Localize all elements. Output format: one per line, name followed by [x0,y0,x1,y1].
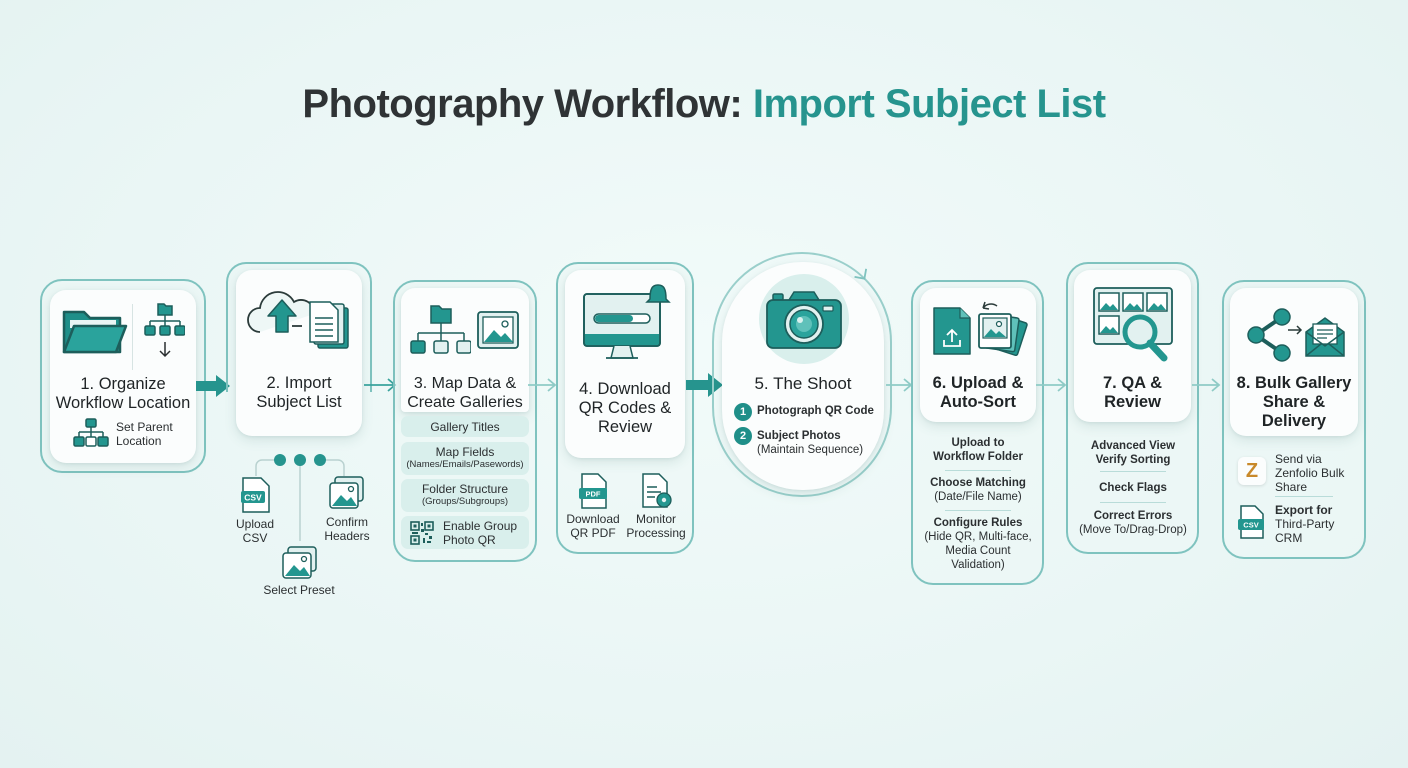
step-5-title: 5. The Shoot [754,374,852,393]
substep-connector [252,451,348,541]
step-number-badge: 1 [734,403,752,421]
zenfolio-logo-icon[interactable]: Z [1238,457,1266,485]
advanced-view-verify-sorting: Advanced View Verify Sorting [1090,440,1176,466]
cloud-upload-icon [246,286,326,344]
documents-icon [308,300,352,350]
hierarchy-icon [73,418,109,448]
title-highlight: Import Subject List [752,82,1106,126]
step-1-card[interactable]: 1. Organize Workflow Location Set Parent… [50,290,196,463]
monitor-progress-icon [582,284,672,364]
share-icon [1244,308,1296,362]
image-icon [477,311,519,349]
send-via-zenfolio-label: Send via Zenfolio Bulk Share [1275,452,1345,494]
camera-icon [765,290,843,352]
confirm-headers-label: Confirm Headers [324,515,370,543]
step-2-frame [226,262,372,392]
qr-code-icon [410,521,434,545]
step-2-title: 2. Import Subject List [256,374,342,411]
divider [945,470,1011,471]
open-folder-icon [60,304,128,358]
step-3-card[interactable]: 3. Map Data & Create Galleries [401,288,529,412]
arrow-right-icon [528,376,558,394]
svg-text:CSV: CSV [1243,521,1258,530]
monitor-processing-label: Monitor Processing [626,512,686,540]
svg-text:CSV: CSV [244,493,262,503]
envelope-icon [1304,316,1346,358]
photograph-qr-code-label: Photograph QR Code [757,405,874,417]
arrow-right-icon [886,376,914,394]
title-prefix: Photography Workflow: [302,82,753,126]
map-fields-pill: Map Fields (Names/Emails/Pasewords) [401,442,529,475]
correct-errors: Correct Errors (Move To/Drag-Drop) [1079,510,1187,536]
enable-group-photo-qr-pill: Enable Group Photo QR [401,516,529,549]
svg-text:PDF: PDF [586,490,601,499]
csv-file-icon[interactable]: CSV [1238,505,1266,539]
folder-hierarchy-icon [143,302,185,364]
csv-file-icon[interactable]: CSV [241,477,271,513]
set-parent-location: Set Parent Location [116,420,173,448]
send-arrow-icon [1288,325,1304,335]
arrow-right-icon [196,375,232,397]
export-third-party-crm-label: Export for Third-Party CRM [1275,503,1335,545]
pdf-file-icon[interactable]: PDF [579,473,609,509]
step-1-title: 1. Organize Workflow Location [55,375,191,412]
gallery-search-icon [1092,286,1176,370]
step-4-title: 4. Download QR Codes & Review [578,380,672,436]
image-stack-icon[interactable] [282,546,318,580]
check-flags: Check Flags [1099,482,1167,494]
subject-photos-label: Subject Photos (Maintain Sequence) [757,430,864,456]
divider [1100,471,1166,472]
step-7-title: 7. QA & Review [1103,374,1162,411]
step-number-badge: 2 [734,427,752,445]
icon-divider [132,304,133,370]
arrow-right-icon [1036,376,1068,394]
step-6-title: 6. Upload & Auto-Sort [932,374,1024,411]
step-4-card[interactable]: 4. Download QR Codes & Review [565,270,685,458]
step-5-cycle-frame [712,252,892,497]
upload-csv-label: Upload CSV [235,517,275,545]
gallery-titles-pill: Gallery Titles [401,416,529,437]
step-5-card[interactable]: 5. The Shoot 1 Photograph QR Code 2 Subj… [722,262,884,490]
folder-tree-icon [409,304,471,354]
file-upload-icon [932,306,972,356]
page-title: Photography Workflow: Import Subject Lis… [0,82,1408,127]
step-8-title: 8. Bulk Gallery Share & Delivery [1236,374,1352,430]
divider [1275,496,1333,497]
step-6-card[interactable]: 6. Upload & Auto-Sort [920,288,1036,422]
step-2-card[interactable]: 2. Import Subject List [236,270,362,436]
download-qr-pdf-label: Download QR PDF [566,512,620,540]
select-preset-label: Select Preset [263,583,335,597]
divider [945,510,1011,511]
configure-rules: Configure Rules (Hide QR, Multi-face, Me… [924,517,1032,571]
document-gear-icon[interactable] [641,473,673,509]
choose-matching: Choose Matching (Date/File Name) [930,477,1026,503]
step-7-card[interactable]: 7. QA & Review [1074,270,1191,422]
image-stack-icon[interactable] [329,476,365,510]
upload-to-workflow-folder: Upload to Workflow Folder [933,437,1023,463]
step-3-title: 3. Map Data & Create Galleries [407,375,523,411]
cycle-arrow-icon [852,266,870,284]
folder-structure-pill: Folder Structure (Groups/Subgroups) [401,479,529,512]
step-8-card[interactable]: 8. Bulk Gallery Share & Delivery [1230,288,1358,436]
arrow-right-icon [1192,376,1222,394]
photos-stack-icon [975,296,1031,360]
divider [1100,502,1166,503]
